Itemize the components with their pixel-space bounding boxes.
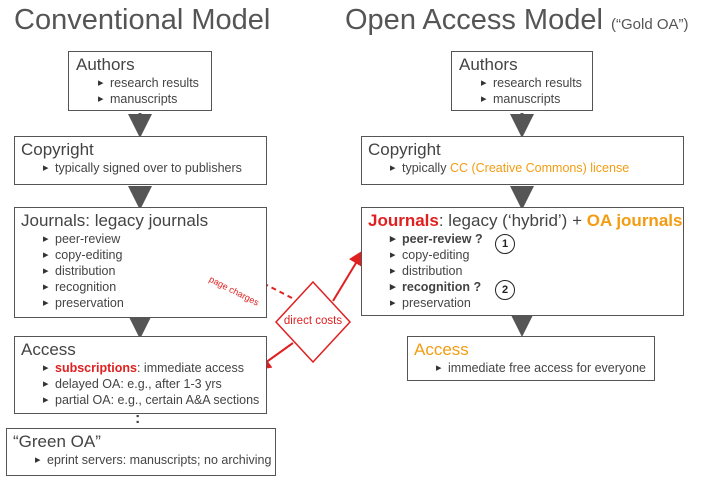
left-access-item-subscriptions: subscriptions: immediate access: [43, 360, 266, 376]
right-authors-heading: Authors: [459, 55, 518, 74]
right-title: Open Access Model (“Gold OA”): [345, 4, 689, 37]
right-journals-heading: Journals: legacy (‘hybrid’) + OA journal…: [368, 208, 683, 231]
left-journals-item: preservation: [43, 295, 266, 311]
left-copyright-item: typically signed over to publishers: [43, 160, 266, 176]
right-journals-item-recognition: recognition ?: [390, 279, 683, 295]
right-copyright-box: Copyright typically CC (Creative Commons…: [361, 136, 684, 185]
left-copyright-box: Copyright typically signed over to publi…: [14, 136, 267, 185]
number-marker-1: 1: [495, 234, 515, 254]
right-journals-item: preservation: [390, 295, 683, 311]
left-journals-item: peer-review: [43, 231, 266, 247]
right-copyright-item: typically CC (Creative Commons) license: [390, 160, 683, 176]
subscriptions-label: subscriptions: [55, 361, 137, 375]
left-authors-heading: Authors: [76, 55, 135, 74]
left-journals-item: recognition: [43, 279, 266, 295]
direct-costs-diamond: [274, 280, 352, 364]
journals-strong: Journals: [368, 211, 439, 230]
left-journals-item: distribution: [43, 263, 266, 279]
continuation-dots: :: [135, 410, 141, 427]
arrow-direct-costs-to-oa-journals: [332, 249, 365, 302]
left-access-heading: Access: [21, 340, 76, 359]
journals-mid: : legacy (‘hybrid’) +: [438, 211, 587, 230]
left-journals-box: Journals: legacy journals peer-review co…: [14, 207, 267, 318]
right-journals-box: Journals: legacy (‘hybrid’) + OA journal…: [361, 207, 684, 316]
oa-journals-label: OA journals: [586, 211, 683, 230]
green-oa-heading: “Green OA”: [13, 432, 101, 451]
number-marker-2: 2: [495, 280, 515, 300]
left-copyright-heading: Copyright: [21, 140, 94, 159]
left-journals-item: copy-editing: [43, 247, 266, 263]
left-access-box: Access subscriptions: immediate access d…: [14, 336, 267, 414]
green-oa-box: “Green OA” eprint servers: manuscripts; …: [6, 428, 276, 476]
right-title-sub: (“Gold OA”): [610, 16, 689, 33]
direct-costs-label: direct costs: [283, 315, 343, 327]
right-authors-item: manuscripts: [481, 91, 592, 107]
right-authors-box: Authors research results manuscripts: [451, 51, 593, 111]
cc-license-label: CC (Creative Commons) license: [449, 161, 630, 175]
copyright-prefix: typically: [402, 161, 450, 175]
left-access-item: partial OA: e.g., certain A&A sections: [43, 392, 266, 408]
left-access-item: delayed OA: e.g., after 1-3 yrs: [43, 376, 266, 392]
left-authors-item: research results: [98, 75, 211, 91]
left-authors-box: Authors research results manuscripts: [68, 51, 212, 111]
right-title-text: Open Access Model: [345, 4, 603, 36]
right-journals-item-peer-review: peer-review ?: [390, 231, 683, 247]
right-journals-item: distribution: [390, 263, 683, 279]
right-authors-item: research results: [481, 75, 592, 91]
right-access-box: Access immediate free access for everyon…: [407, 336, 655, 381]
left-authors-item: manuscripts: [98, 91, 211, 107]
right-access-heading: Access: [414, 340, 469, 359]
left-title: Conventional Model: [14, 4, 270, 37]
left-journals-heading: Journals: legacy journals: [21, 211, 209, 230]
right-journals-item: copy-editing: [390, 247, 683, 263]
right-access-item: immediate free access for everyone: [436, 360, 654, 376]
subscriptions-rest: : immediate access: [136, 361, 244, 375]
left-title-text: Conventional Model: [14, 4, 271, 36]
green-oa-item: eprint servers: manuscripts; no archivin…: [35, 452, 275, 468]
right-copyright-heading: Copyright: [368, 140, 441, 159]
